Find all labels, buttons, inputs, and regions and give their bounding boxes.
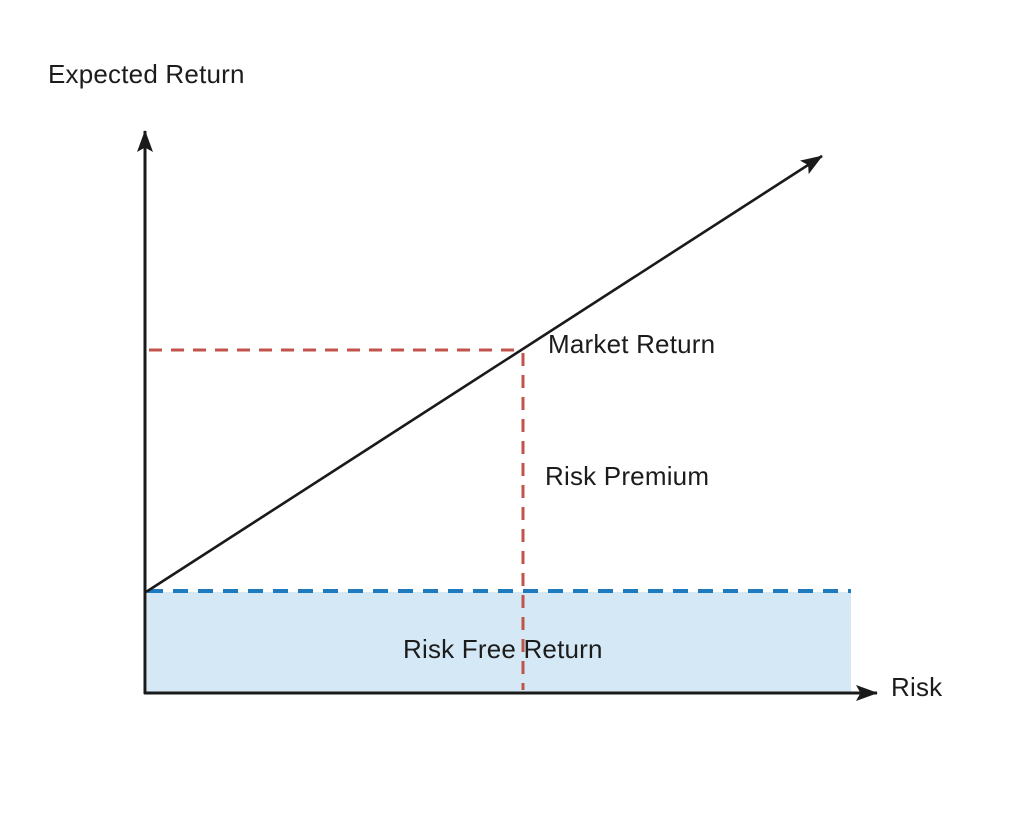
risk-free-area bbox=[147, 592, 851, 692]
y-axis-label: Expected Return bbox=[48, 59, 245, 89]
risk-free-return-label: Risk Free Return bbox=[403, 634, 603, 664]
risk-premium-label: Risk Premium bbox=[545, 461, 710, 491]
security-market-line bbox=[145, 154, 823, 594]
market-return-label: Market Return bbox=[548, 329, 716, 359]
x-axis-label: Risk bbox=[891, 672, 943, 702]
